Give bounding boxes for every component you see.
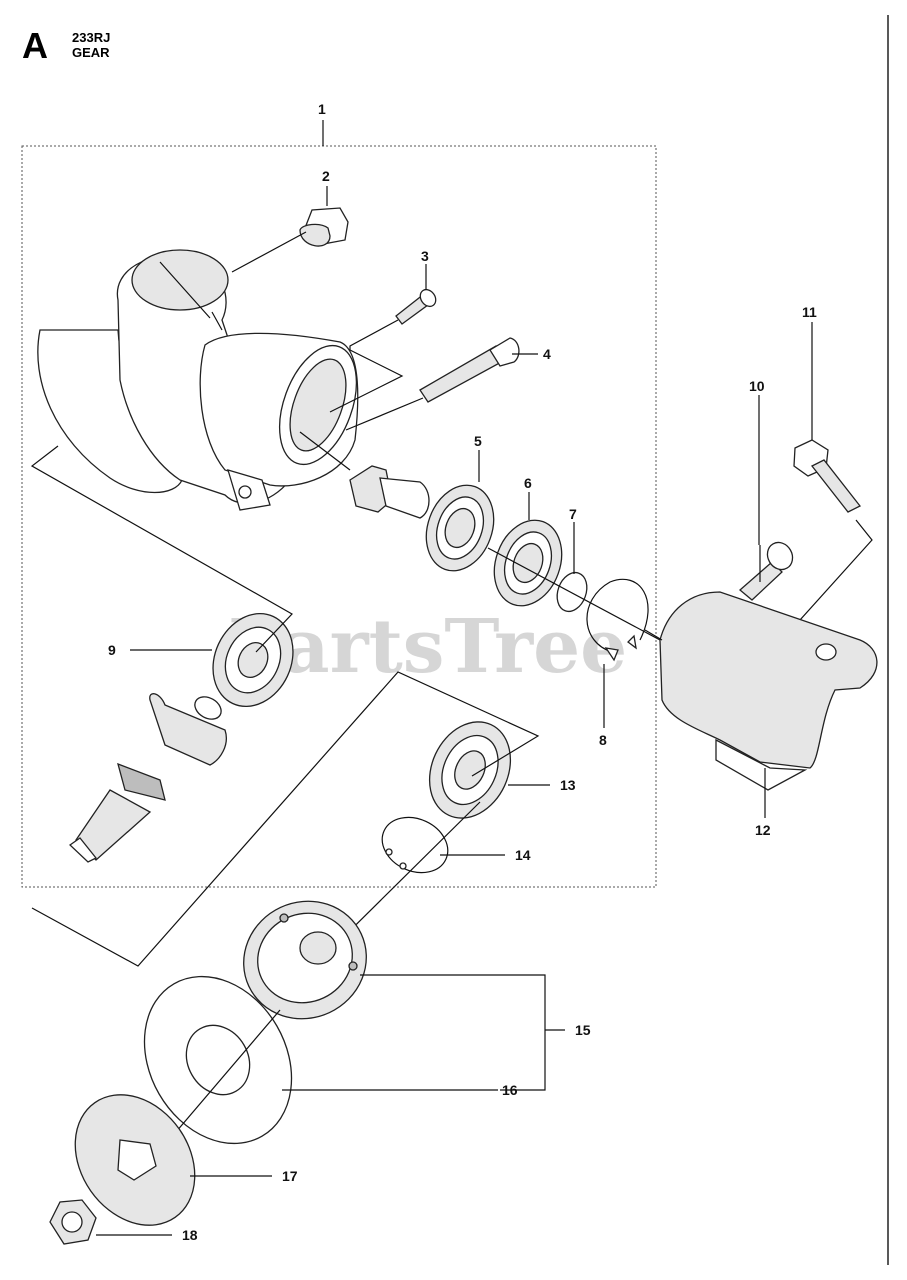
group-title: GEAR (72, 45, 110, 60)
part-17-washer (74, 1094, 196, 1226)
part-8-circlip (487, 547, 661, 662)
callout-10: 10 (749, 378, 765, 394)
callout-leaders (96, 120, 813, 1236)
callout-2: 2 (322, 168, 330, 184)
part-2-plug (231, 207, 349, 273)
part-18-nut (49, 1199, 97, 1245)
callout-16: 16 (502, 1082, 518, 1098)
callout-3: 3 (421, 248, 429, 264)
part-11-bolt (793, 439, 873, 641)
callout-9: 9 (108, 642, 116, 658)
part-7-retaining-ring (556, 571, 588, 613)
part-4-bolt (345, 337, 520, 431)
callout-13: 13 (560, 777, 576, 793)
callout-18: 18 (182, 1227, 198, 1243)
part-15-drive-flange (243, 900, 367, 1020)
callout-8: 8 (599, 732, 607, 748)
callout-labels: 1 2 3 4 5 6 7 8 9 10 11 12 13 14 15 16 1… (108, 101, 817, 1243)
part-5-bearing (425, 484, 495, 572)
part-10-screw (738, 541, 794, 601)
section-letter: A (22, 25, 48, 66)
part-14-snap-ring (381, 816, 449, 874)
part-13-bearing (428, 721, 512, 819)
part-12-bracket (644, 591, 878, 791)
callout-14: 14 (515, 847, 531, 863)
watermark-text: PartsTree (228, 604, 627, 690)
model-number: 233RJ (72, 30, 110, 45)
pinion-gear-shaft (299, 431, 430, 519)
assembly-outline (31, 671, 540, 967)
callout-15: 15 (575, 1022, 591, 1038)
output-gear-shaft (68, 693, 227, 863)
assembly-boundary-box (21, 145, 657, 888)
callout-4: 4 (543, 346, 551, 362)
callout-7: 7 (569, 506, 577, 522)
callout-6: 6 (524, 475, 532, 491)
part-3-screw (329, 288, 437, 413)
callout-5: 5 (474, 433, 482, 449)
callout-12: 12 (755, 822, 771, 838)
part-6-bearing (493, 519, 563, 607)
gear-housing (37, 249, 359, 511)
part-16-support-cup (143, 975, 293, 1145)
callout-11: 11 (802, 304, 817, 320)
part-9-bearing (30, 445, 294, 708)
callout-1: 1 (318, 101, 326, 117)
callout-17: 17 (282, 1168, 298, 1184)
